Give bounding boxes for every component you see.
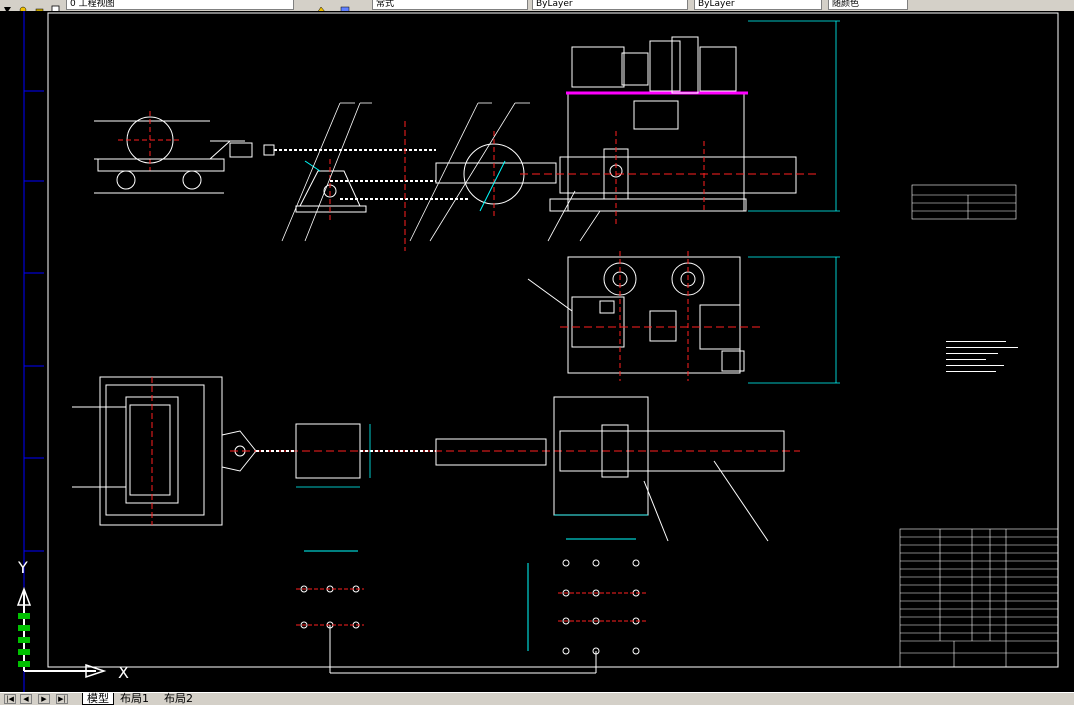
color-box-icon[interactable] bbox=[50, 0, 61, 11]
drawing-canvas[interactable]: X Y bbox=[0, 11, 1074, 692]
spec-table bbox=[911, 184, 1017, 220]
ucs-x-label: X bbox=[118, 663, 129, 682]
foundation-layout-right bbox=[527, 538, 646, 655]
notes-block bbox=[946, 341, 1018, 372]
tab-model[interactable]: 模型 bbox=[82, 693, 114, 705]
tab-layout-2[interactable]: 布局2 bbox=[164, 692, 193, 705]
layer-state-icon[interactable] bbox=[2, 0, 13, 11]
ucs-icon bbox=[16, 586, 107, 679]
color-dropdown[interactable]: ByLayer bbox=[532, 0, 688, 10]
foundation-layout-left bbox=[296, 550, 597, 674]
layout-tab-bar: |◀ ◀ ▶ ▶| 模型 布局1 布局2 bbox=[0, 692, 1074, 705]
layer-dropdown[interactable]: 0 工程视图 bbox=[66, 0, 294, 10]
layer-previous-icon[interactable] bbox=[340, 0, 351, 11]
toolbar: 0 工程视图 常式 ByLayer ByLayer 随颜色 bbox=[0, 0, 1074, 12]
style-dropdown[interactable]: 常式 bbox=[372, 0, 528, 10]
plan-view bbox=[72, 376, 800, 542]
linetype-dropdown[interactable]: ByLayer bbox=[694, 0, 822, 10]
lock-icon[interactable] bbox=[34, 0, 45, 11]
sun-icon[interactable] bbox=[18, 0, 29, 11]
first-tab-button[interactable]: |◀ bbox=[4, 694, 16, 704]
prev-tab-button[interactable]: ◀ bbox=[20, 694, 32, 704]
make-current-layer-icon[interactable] bbox=[316, 0, 327, 11]
ucs-y-label: Y bbox=[17, 558, 28, 577]
tab-layout-1[interactable]: 布局1 bbox=[120, 692, 149, 705]
plotstyle-dropdown[interactable]: 随颜色 bbox=[828, 0, 908, 10]
last-tab-button[interactable]: ▶| bbox=[56, 694, 68, 704]
title-block bbox=[899, 528, 1059, 668]
hydraulic-station-elevation bbox=[520, 36, 820, 226]
vertical-ruler bbox=[23, 11, 44, 692]
cad-drawing: X Y bbox=[16, 11, 1059, 692]
hydraulic-station-plan bbox=[527, 251, 760, 381]
chain-top bbox=[274, 149, 470, 200]
next-tab-button[interactable]: ▶ bbox=[38, 694, 50, 704]
cart-elevation bbox=[94, 111, 275, 194]
